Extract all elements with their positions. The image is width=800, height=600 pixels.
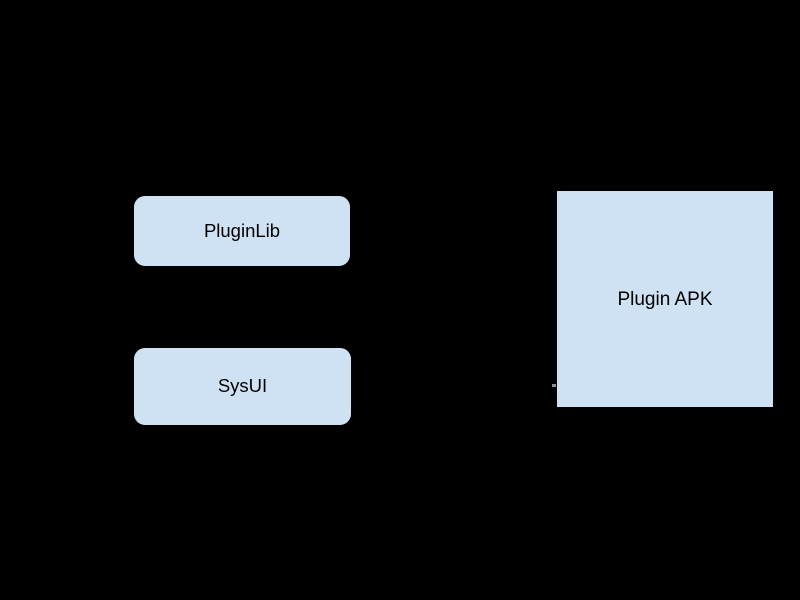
node-sysui-label: SysUI bbox=[217, 375, 268, 397]
node-pluginlib-label: PluginLib bbox=[203, 219, 281, 241]
node-sysui: SysUI bbox=[133, 347, 352, 426]
arrowhead-artifact bbox=[552, 384, 556, 387]
node-pluginlib: PluginLib bbox=[133, 195, 351, 267]
node-plugin-apk-label: Plugin APK bbox=[617, 288, 713, 310]
node-plugin-apk: Plugin APK bbox=[556, 190, 774, 408]
